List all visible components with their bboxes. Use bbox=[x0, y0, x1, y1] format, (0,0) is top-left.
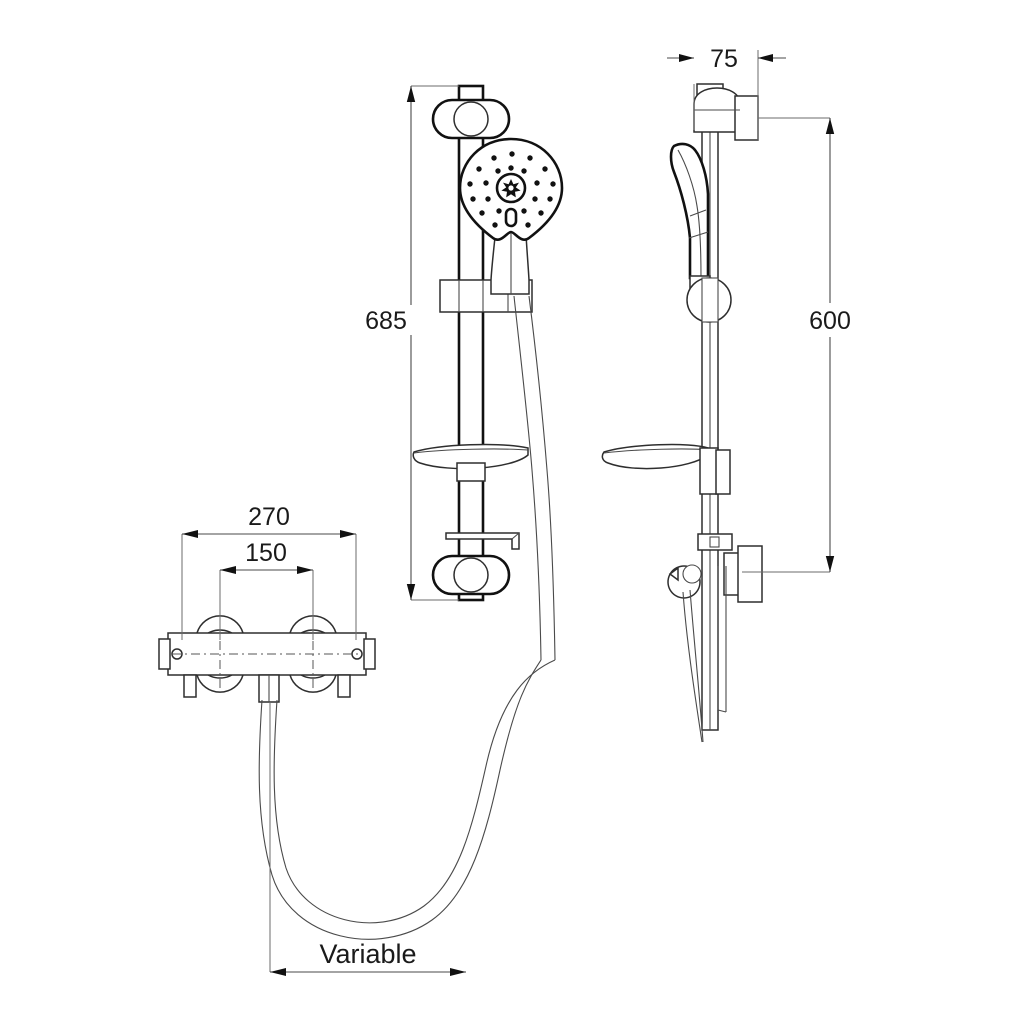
dimension-label-150: 150 bbox=[245, 539, 287, 567]
view-mixer-front: 270 150 Variable bbox=[158, 503, 556, 976]
shower-hose-front bbox=[513, 295, 556, 661]
view-side-elevation: 600 75 bbox=[601, 45, 851, 743]
handset-tail-side bbox=[682, 566, 727, 743]
mixer-wall-legs bbox=[183, 674, 351, 698]
shower-handset-side bbox=[669, 142, 711, 291]
dimension-600: 600 bbox=[742, 117, 851, 573]
mixer-outlet bbox=[258, 674, 280, 703]
dimension-label-75: 75 bbox=[710, 45, 738, 73]
dimension-75: 75 bbox=[667, 45, 786, 140]
mixer-centerlines bbox=[172, 622, 362, 690]
dimension-variable: Variable bbox=[269, 702, 466, 976]
dimension-label-600: 600 bbox=[809, 307, 851, 335]
hose-clip-side bbox=[697, 533, 733, 551]
dimension-685: 685 bbox=[365, 85, 459, 601]
bottom-bracket-side bbox=[667, 545, 763, 603]
top-bracket bbox=[431, 98, 511, 140]
bottom-bracket bbox=[431, 554, 511, 596]
dimension-label-685: 685 bbox=[365, 307, 407, 335]
soap-dish bbox=[412, 443, 529, 482]
soap-dish-side bbox=[601, 443, 731, 495]
handset-holder-side bbox=[686, 277, 732, 323]
top-bracket-side bbox=[693, 83, 759, 141]
dimension-150: 150 bbox=[219, 539, 314, 640]
hose-clip bbox=[445, 532, 520, 550]
nozzle-dots bbox=[467, 151, 556, 228]
view-front-elevation: 685 bbox=[365, 84, 564, 661]
dimension-label-270: 270 bbox=[248, 503, 290, 531]
dimension-label-variable: Variable bbox=[319, 939, 416, 969]
dimension-270: 270 bbox=[181, 503, 357, 640]
shower-handset bbox=[458, 137, 564, 295]
shower-hose-mixer bbox=[258, 659, 556, 940]
